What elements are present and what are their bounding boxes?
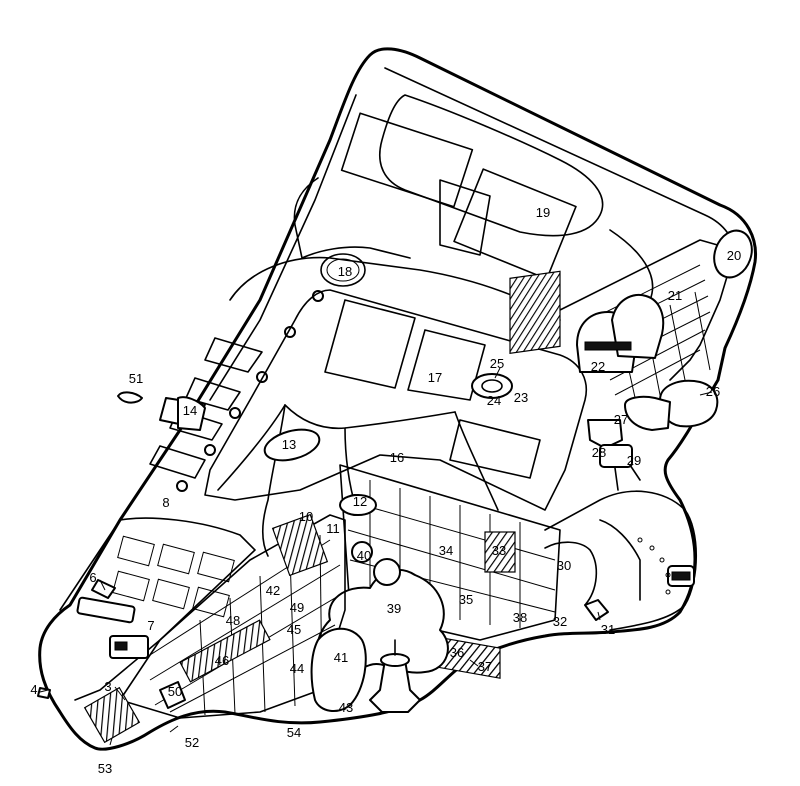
right-machinery [471,229,753,491]
callout-label: 51 [129,371,143,386]
callout-label: 11 [326,521,340,536]
callout-label: 7 [147,618,154,633]
callout-label: 18 [338,264,352,279]
upper-deck [149,94,654,492]
callout-label: 50 [168,684,182,699]
callout-label: 16 [390,450,404,465]
callout-label: 40 [357,548,371,563]
callout-label: 53 [98,761,112,776]
callout-label: 21 [668,288,682,303]
callout-label: 46 [215,653,229,668]
callout-label: 17 [428,370,442,385]
callout-label: 37 [478,659,492,674]
callout-label: 27 [614,412,628,427]
callout-label: 10 [299,509,313,524]
callout-label: 42 [266,583,280,598]
callout-label: 24 [487,393,501,408]
callout-label: 19 [536,205,550,220]
deck-rivets [176,290,324,492]
callout-labels: 3 4 6 7 8 10 11 12 13 14 16 17 18 19 20 … [30,205,741,776]
callout-label: 4 [30,682,37,697]
callout-label: 22 [591,359,605,374]
callout-label: 6 [89,570,96,585]
callout-label: 54 [287,725,301,740]
callout-label: 33 [492,543,506,558]
callout-label: 25 [490,356,504,371]
callout-label: 39 [387,601,401,616]
aft-nacelle [544,490,697,631]
callout-label: 43 [339,700,353,715]
callout-label: 52 [185,735,199,750]
callout-label: 14 [183,403,197,418]
leader-lines [39,367,713,746]
callout-label: 36 [450,645,464,660]
callout-label: 28 [592,445,606,460]
callout-label: 12 [353,494,367,509]
callout-label: 34 [439,543,453,558]
callout-label: 38 [513,610,527,625]
callout-label: 41 [334,650,348,665]
callout-label: 35 [459,592,473,607]
callout-label: 29 [627,453,641,468]
callout-label: 23 [514,390,528,405]
nose-region [37,391,256,744]
callout-label: 3 [104,679,111,694]
callout-label: 32 [553,614,567,629]
lower-left-structure [119,513,421,719]
callout-label: 8 [162,495,169,510]
callout-label: 48 [226,613,240,628]
callout-label: 44 [290,661,304,676]
callout-label: 45 [287,622,301,637]
callout-label: 20 [727,248,741,263]
callout-label: 31 [601,622,615,637]
callout-label: 13 [282,437,296,452]
callout-label: 30 [557,558,571,573]
callout-label: 49 [290,600,304,615]
callout-label: 26 [706,384,720,399]
